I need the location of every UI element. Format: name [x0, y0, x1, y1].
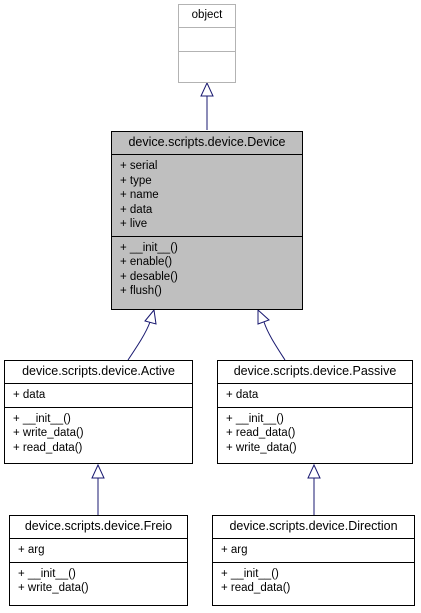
attribute: + data — [226, 389, 259, 401]
class-object-title: object — [179, 5, 235, 28]
attribute: + type — [120, 174, 152, 187]
edge-arrowhead-device-left — [144, 308, 157, 325]
class-device-attributes: + serial + type + name + data + live — [112, 155, 302, 236]
class-object-methods — [179, 51, 235, 75]
method: + __init__() — [13, 412, 71, 425]
class-direction-attributes: + arg — [213, 539, 414, 562]
class-passive-attributes: + data — [218, 384, 412, 407]
class-direction-methods: + __init__() + read_data() — [213, 561, 414, 600]
attribute: + serial — [120, 160, 158, 172]
class-freio-methods: + __init__() + write_data() — [10, 561, 187, 600]
class-passive-methods: + __init__() + read_data() + write_data(… — [218, 406, 412, 460]
edge-arrowhead-active — [91, 463, 105, 479]
method: + write_data() — [226, 441, 297, 454]
method: + read_data() — [13, 441, 83, 454]
attribute: + data — [13, 389, 46, 401]
method: + flush() — [120, 285, 162, 297]
class-active-attributes: + data — [5, 384, 192, 407]
class-direction[interactable]: device.scripts.device.Direction + arg + … — [212, 515, 415, 606]
class-passive[interactable]: device.scripts.device.Passive + data + _… — [217, 360, 413, 464]
edge-arrowhead-object — [200, 81, 214, 97]
class-active-methods: + __init__() + write_data() + read_data(… — [5, 406, 192, 460]
attribute: + data — [120, 203, 153, 216]
method: + write_data() — [18, 582, 89, 594]
attribute: + name — [120, 189, 159, 201]
method: + __init__() — [120, 241, 178, 254]
attribute: + arg — [221, 544, 248, 556]
attribute: + live — [120, 218, 148, 230]
method: + enable() — [120, 256, 173, 268]
class-active-title: device.scripts.device.Active — [5, 361, 192, 384]
method: + read_data() — [226, 427, 296, 439]
class-freio-title: device.scripts.device.Freio — [10, 516, 187, 539]
edge-arrowhead-passive — [307, 463, 321, 479]
method: + desable() — [120, 270, 178, 283]
attribute: + arg — [18, 544, 45, 556]
class-object-attributes — [179, 28, 235, 51]
class-active[interactable]: device.scripts.device.Active + data + __… — [4, 360, 193, 464]
method: + __init__() — [221, 567, 279, 580]
method: + read_data() — [221, 582, 291, 594]
method: + __init__() — [18, 567, 76, 580]
edge-passive-device — [263, 321, 286, 361]
class-passive-title: device.scripts.device.Passive — [218, 361, 412, 384]
class-device-title: device.scripts.device.Device — [112, 132, 302, 155]
edge-active-device — [127, 321, 151, 361]
class-freio[interactable]: device.scripts.device.Freio + arg + __in… — [9, 515, 188, 606]
class-direction-title: device.scripts.device.Direction — [213, 516, 414, 539]
edge-arrowhead-device-right — [257, 308, 270, 325]
class-device[interactable]: device.scripts.device.Device + serial + … — [111, 131, 303, 310]
class-device-methods: + __init__() + enable() + desable() + fl… — [112, 235, 302, 303]
method: + __init__() — [226, 412, 284, 425]
class-object[interactable]: object — [178, 4, 236, 83]
class-freio-attributes: + arg — [10, 539, 187, 562]
method: + write_data() — [13, 427, 84, 439]
